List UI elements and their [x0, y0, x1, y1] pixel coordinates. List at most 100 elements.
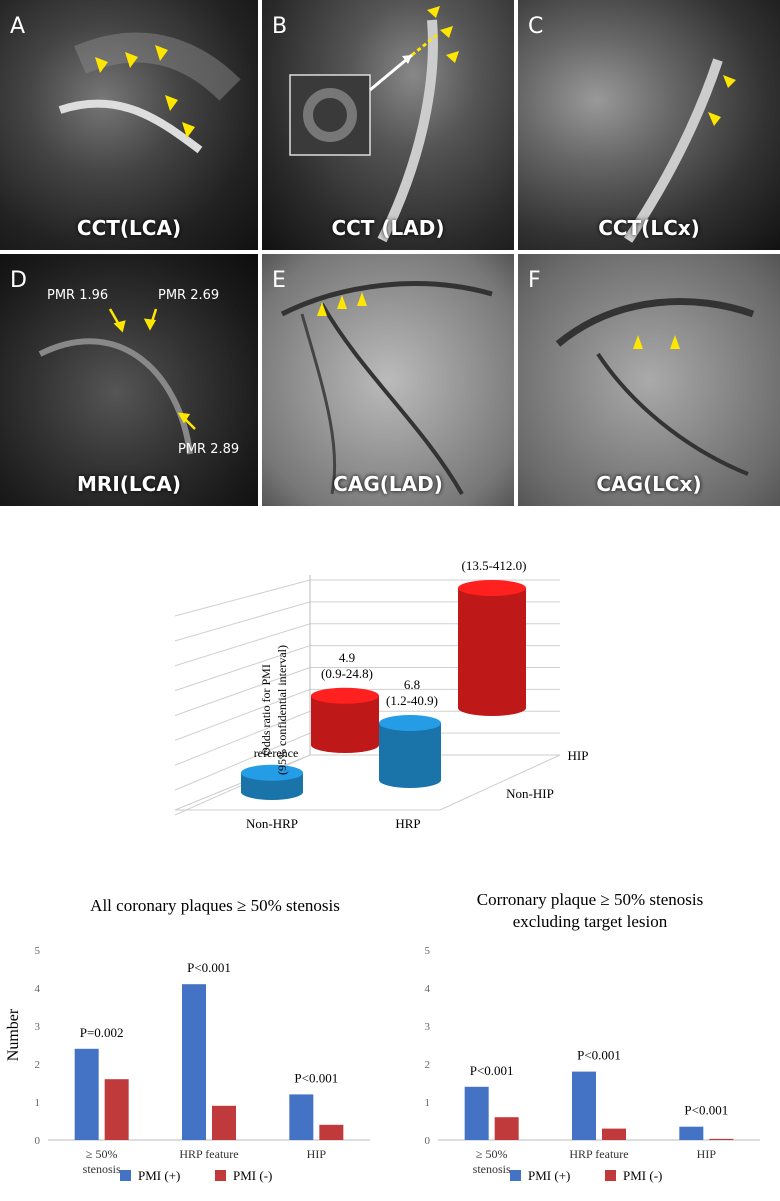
odds-floor: [174, 754, 561, 811]
panel-a-label: A: [10, 14, 26, 39]
bar-pmi-negative: [602, 1128, 626, 1140]
odds-bar-non-hrp-non-hip: [241, 764, 303, 800]
legend-swatch: [510, 1170, 521, 1181]
odds-bar-non-hrp-hip: [311, 687, 379, 753]
odds-xcat-1: HRP: [395, 816, 420, 831]
legend-label: PMI (-): [623, 1168, 662, 1183]
category-label: stenosis: [83, 1162, 121, 1176]
legend-label: PMI (-): [233, 1168, 272, 1183]
odds-bar-top: [458, 580, 526, 596]
panel-e-caption: CAG(LAD): [333, 472, 443, 496]
image-panel-f: F CAG(LCx): [518, 254, 780, 506]
panel-f-label: F: [528, 268, 541, 293]
image-panel-b: B CCT (LAD): [262, 0, 514, 250]
odds-grid-side: [174, 710, 311, 766]
odds-reference-label: reference: [254, 746, 299, 760]
panel-f-art: [555, 298, 755, 476]
legend-swatch: [215, 1170, 226, 1181]
chart2-title-line2: excluding target lesion: [512, 912, 668, 931]
odds-ratio-3d-chart: 4.9(0.9-24.8)74.7(13.5-412.0)reference6.…: [174, 560, 588, 831]
category-label: ≥ 50%: [86, 1147, 118, 1161]
category-label: HRP feature: [569, 1147, 628, 1161]
chart1-ylabel: Number: [5, 1008, 22, 1061]
bar-pmi-positive: [289, 1094, 314, 1140]
odds-grid-side: [174, 579, 311, 617]
panel-b-label: B: [272, 14, 288, 39]
p-value-label: P<0.001: [684, 1103, 728, 1118]
odds-bar-body: [458, 588, 526, 716]
panel-f-caption: CAG(LCx): [596, 472, 702, 496]
panel-a-art: [58, 32, 241, 154]
odds-bar-top: [241, 764, 303, 781]
y-tick-label: 4: [425, 983, 431, 995]
odds-bar-top: [379, 715, 441, 732]
bar-pmi-negative: [319, 1124, 344, 1140]
chart2-title-line1: Corronary plaque ≥ 50% stenosis: [476, 890, 704, 909]
panel-c-label: C: [528, 14, 544, 39]
bar-pmi-positive: [464, 1086, 489, 1140]
bar-pmi-positive: [679, 1126, 704, 1140]
panel-a-caption: CCT(LCA): [76, 216, 182, 240]
p-value-label: P<0.001: [187, 960, 231, 975]
category-label: stenosis: [473, 1162, 511, 1176]
odds-value-label: 6.8: [404, 677, 420, 692]
panel-c-art: [623, 58, 736, 243]
p-value-label: P<0.001: [294, 1070, 338, 1085]
legend-label: PMI (+): [138, 1168, 180, 1183]
odds-grid-side: [174, 623, 311, 667]
legend-swatch: [605, 1170, 616, 1181]
odds-grid-side: [174, 732, 311, 791]
y-tick-label: 0: [35, 1135, 41, 1147]
bar-pmi-negative: [212, 1105, 236, 1140]
p-value-label: P=0.002: [80, 1025, 124, 1040]
y-tick-label: 2: [425, 1059, 431, 1071]
odds-ci-label: (0.9-24.8): [321, 666, 373, 681]
odds-ylabel-line1: Odds ratio for PMI: [259, 664, 273, 756]
odds-bar-hrp-non-hip: [379, 715, 441, 788]
pmr-label-2: PMR 2.69: [158, 288, 220, 303]
y-tick-label: 4: [35, 983, 41, 995]
legend-label: PMI (+): [528, 1168, 570, 1183]
panel-b-art: [289, 6, 459, 243]
category-label: HIP: [307, 1147, 327, 1161]
odds-value-label: 4.9: [339, 650, 355, 665]
odds-bar-body: [311, 695, 379, 753]
odds-bar-top: [311, 687, 379, 704]
odds-bar-hrp-hip: [458, 580, 526, 716]
bar-pmi-positive: [74, 1048, 99, 1140]
bar-pmi-negative: [494, 1117, 519, 1140]
bar-pmi-positive: [182, 984, 206, 1140]
chart1-title: All coronary plaques ≥ 50% stenosis: [90, 896, 340, 915]
y-tick-label: 5: [35, 945, 41, 957]
legend-swatch: [120, 1170, 131, 1181]
bar-pmi-negative: [709, 1138, 734, 1140]
panel-d-caption: MRI(LCA): [77, 472, 181, 496]
y-tick-label: 5: [425, 945, 431, 957]
pmr-label-3: PMR 2.89: [178, 442, 240, 457]
odds-ci-label: (1.2-40.9): [386, 693, 438, 708]
odds-depth-0: Non-HIP: [506, 786, 554, 801]
odds-grid-side: [174, 601, 311, 642]
odds-grid-side: [174, 667, 311, 716]
image-panel-c: C CCT(LCx): [518, 0, 780, 250]
panel-b-caption: CCT (LAD): [331, 216, 445, 240]
panel-c-caption: CCT(LCx): [598, 216, 700, 240]
y-tick-label: 1: [425, 1097, 431, 1109]
bar-pmi-negative: [104, 1079, 129, 1140]
p-value-label: P<0.001: [470, 1063, 514, 1078]
odds-grid-side: [174, 688, 311, 741]
image-panel-d: D PMR 1.96 PMR 2.69 PMR 2.89 MRI(LCA): [0, 254, 258, 506]
image-panel-a: A CCT(LCA): [0, 0, 258, 250]
panel-e-label: E: [272, 268, 286, 293]
y-tick-label: 3: [425, 1021, 431, 1033]
category-label: HIP: [697, 1147, 717, 1161]
p-value-label: P<0.001: [577, 1048, 621, 1063]
y-tick-label: 2: [35, 1059, 41, 1071]
bar-pmi-positive: [572, 1071, 596, 1140]
panel-e-art: [280, 281, 493, 495]
odds-ylabel-line2: (95% confidential interval): [275, 645, 289, 775]
image-panel-e: E CAG(LAD): [262, 254, 514, 506]
panel-d-art: [38, 308, 196, 455]
